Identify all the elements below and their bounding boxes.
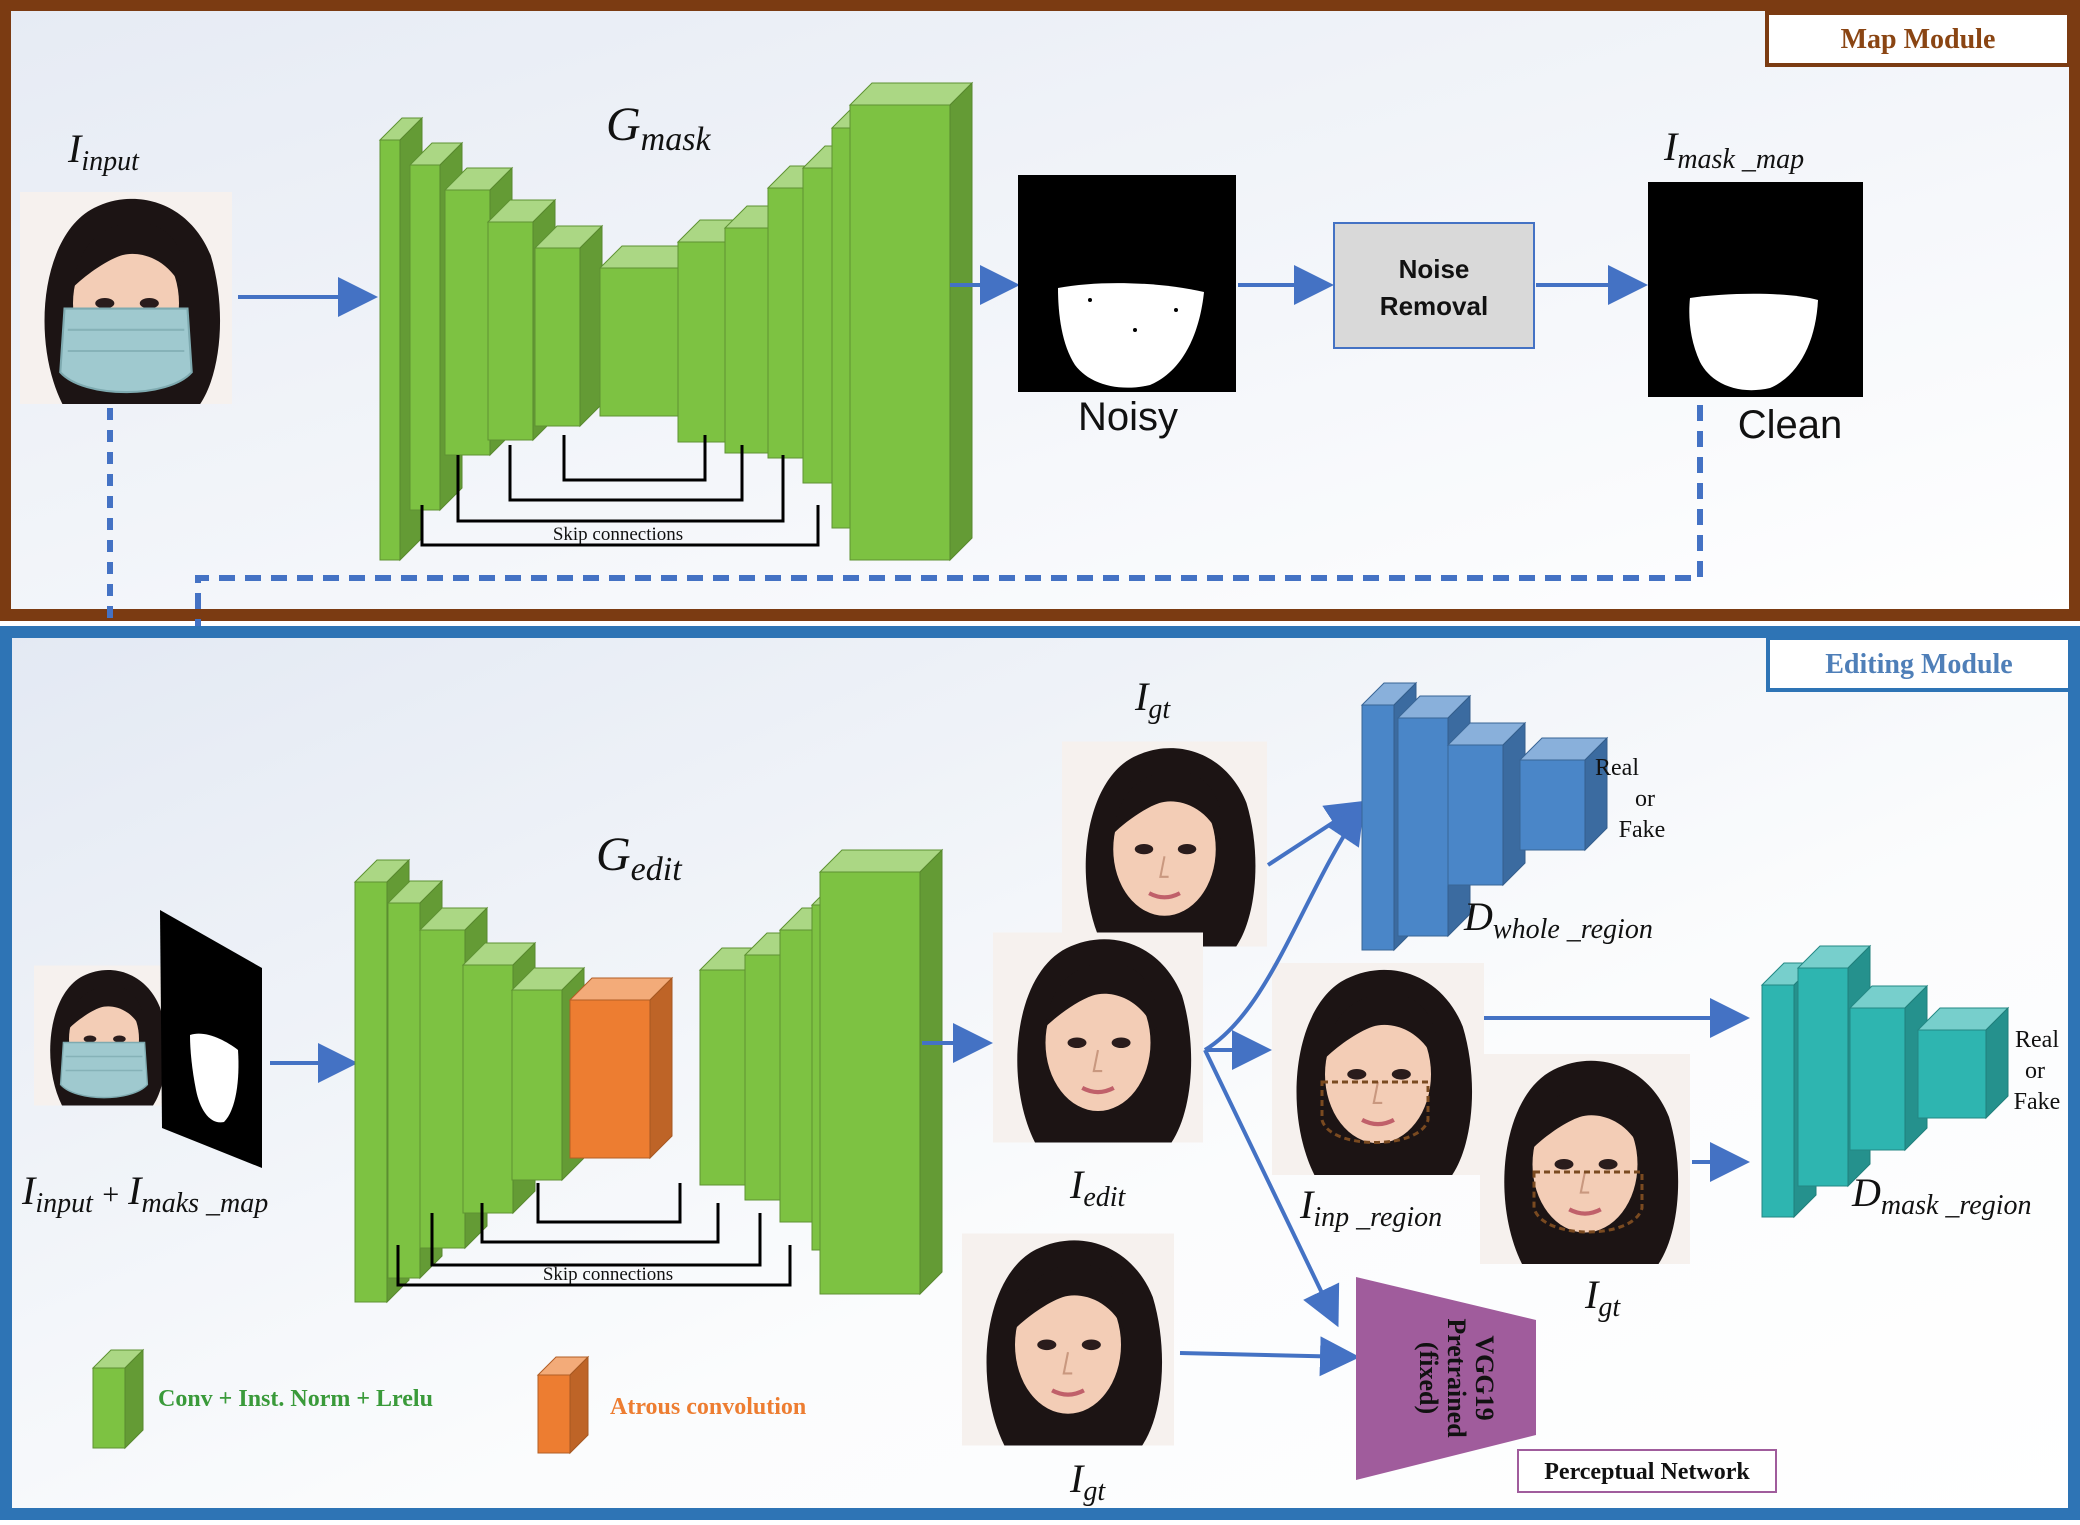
edit-input-label: Iinput + Imaks _map [21, 1168, 268, 1219]
legend-atrous-block [536, 1355, 590, 1455]
editing-module-title-box [1766, 636, 2072, 692]
g-mask-layer-12 [848, 81, 974, 562]
real-fake-2-b: or [2025, 1058, 2045, 1084]
legend-green-cube [91, 1348, 145, 1450]
d-mask-layer-4 [1916, 1006, 2010, 1120]
perceptual-network-label: Perceptual Network [1544, 1459, 1750, 1485]
legend-orange-cube [536, 1355, 590, 1455]
perceptual-network-box [1517, 1449, 1777, 1493]
d-whole-label: Dwhole _region [1463, 894, 1653, 945]
inp-region-dashed-area [1320, 1080, 1430, 1144]
gt-bottom-face-image [962, 1234, 1174, 1446]
d-whole-layer-4 [1518, 736, 1609, 852]
d-whole-discriminator [1360, 681, 1609, 952]
map-input-label: Iinput [67, 126, 140, 177]
d-mask-layer-3 [1848, 984, 1929, 1152]
legend-conv-label: Conv + Inst. Norm + Lrelu [158, 1386, 433, 1412]
g-mask-skip-lines [420, 435, 820, 547]
vgg-label-3: (fixed) [1414, 1342, 1443, 1414]
d-mask-label: Dmask _region [1851, 1170, 2032, 1221]
real-fake-1-a: Real [1595, 755, 1639, 781]
gt-bottom-label: Igt [1069, 1456, 1106, 1507]
g-mask-network: Skip connections [378, 81, 974, 562]
noise-removal-box [1333, 222, 1535, 349]
map-input-face-image [20, 192, 232, 404]
noisy-label: Noisy [1078, 395, 1178, 439]
map-module-title: Map Module [1841, 24, 1996, 55]
noise-removal-label-1: Noise [1399, 254, 1470, 284]
vgg-label-1: VGG19 [1470, 1335, 1499, 1420]
gt-mid-label: Igt [1584, 1272, 1621, 1323]
g-mask-skip-label: Skip connections [553, 524, 683, 545]
g-edit-atrous-block [568, 976, 674, 1160]
noise-removal-label-2: Removal [1380, 291, 1488, 321]
d-mask-discriminator [1760, 944, 2010, 1219]
mask-map-output-label: Imask _map [1663, 124, 1804, 175]
g-mask-layer-5 [533, 224, 604, 428]
g-edit-layer-11 [818, 848, 944, 1296]
edit-output-label: Iedit [1069, 1162, 1127, 1213]
real-fake-2-a: Real [2015, 1027, 2059, 1053]
editing-module-title: Editing Module [1825, 649, 2012, 680]
real-fake-1-c: Fake [1619, 817, 1666, 843]
d-whole-layer-3 [1446, 721, 1527, 887]
edit-input-face-image [34, 966, 174, 1106]
inp-region-label: Iinp _region [1299, 1182, 1442, 1233]
g-edit-network: Skip connections [353, 848, 944, 1304]
gt-top-face-image [1062, 742, 1267, 947]
g-edit-skip-lines [396, 1183, 792, 1287]
g-edit-skip-label: Skip connections [543, 1264, 673, 1285]
clean-mask-shape [1689, 293, 1818, 391]
clean-label: Clean [1738, 403, 1843, 447]
vgg-label-group: VGG19 Pretrained (fixed) [1414, 1318, 1499, 1438]
vgg-trapezoid [1356, 1277, 1536, 1480]
g-edit-label: Gedit [596, 828, 683, 888]
real-fake-2-c: Fake [2014, 1089, 2061, 1115]
editing-arrows [1179, 800, 1750, 1377]
edit-output-face-image [993, 933, 1203, 1143]
real-fake-1-b: or [1635, 786, 1655, 812]
gt-top-label: Igt [1134, 674, 1171, 725]
legend-atrous-label: Atrous convolution [610, 1394, 806, 1420]
legend-conv-block [91, 1348, 145, 1450]
gt-mid-dashed-area [1532, 1170, 1644, 1234]
map-module-title-box [1765, 11, 2071, 67]
g-mask-label: Gmask [606, 98, 711, 158]
gt-mid-face-image [1480, 1054, 1690, 1264]
noisy-mask-shape [1058, 283, 1204, 388]
vgg-label-2: Pretrained [1442, 1318, 1471, 1438]
